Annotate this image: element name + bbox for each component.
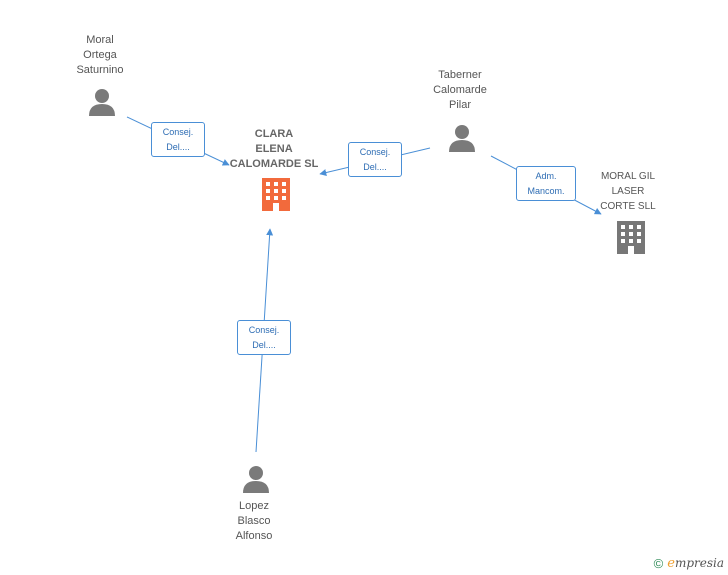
edge-label-line1: Consej.	[248, 324, 280, 335]
edge-label-taberner-to-moral-gil[interactable]: Adm. Mancom.	[516, 166, 576, 201]
brand-initial: e	[667, 556, 675, 571]
edge-label-line1: Adm.	[535, 170, 557, 181]
edge-label-lopez-to-center[interactable]: Consej. Del....	[237, 320, 291, 355]
edge-label-line1: Consej.	[162, 126, 194, 137]
edge-label-line2: Del....	[166, 141, 190, 152]
brand-name: mpresia	[674, 556, 724, 570]
node-label-lopez-blasco[interactable]: Lopez Blasco Alfonso	[235, 500, 273, 542]
node-label-center-company[interactable]: CLARA ELENA CALOMARDE SL	[229, 128, 319, 170]
node-label-moral-ortega[interactable]: Moral Ortega Saturnino	[76, 34, 124, 76]
edge-label-taberner-to-center[interactable]: Consej. Del....	[348, 142, 402, 177]
building-icon[interactable]	[617, 221, 645, 254]
building-icon[interactable]	[262, 178, 290, 211]
copyright-icon: ©	[653, 556, 664, 571]
edge-label-line2: Del....	[363, 161, 387, 172]
person-icon[interactable]	[89, 89, 115, 116]
node-label-taberner[interactable]: Taberner Calomarde Pilar	[433, 69, 487, 111]
person-icon[interactable]	[449, 125, 475, 152]
edge-label-line2: Del....	[252, 339, 276, 350]
person-icon[interactable]	[243, 466, 269, 493]
node-label-moral-gil[interactable]: MORAL GIL LASER CORTE SLL	[600, 171, 656, 212]
edge-label-line1: Consej.	[359, 146, 391, 157]
empresia-logo[interactable]: © empresia	[654, 556, 724, 571]
edge-label-moral-to-center[interactable]: Consej. Del....	[151, 122, 205, 157]
edge-label-line2: Mancom.	[527, 185, 565, 196]
